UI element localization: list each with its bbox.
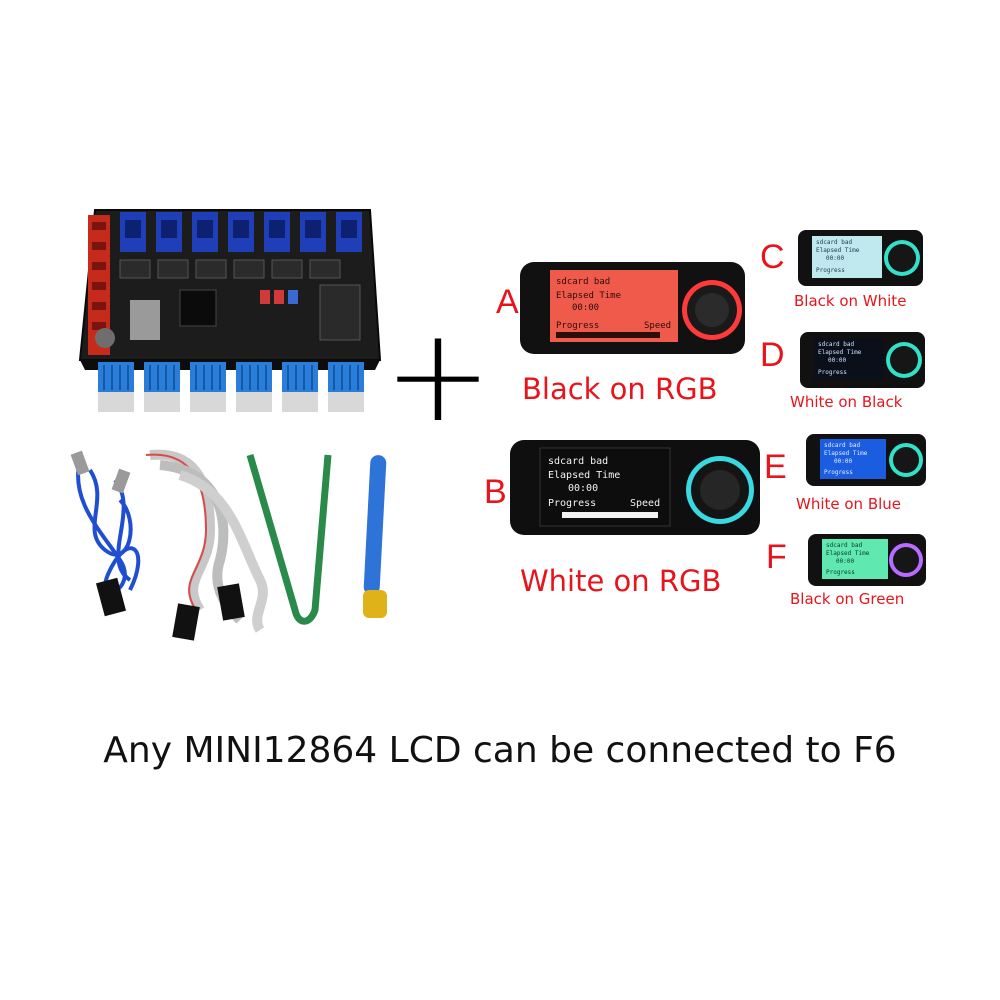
- variant-label-b: White on RGB: [520, 564, 722, 598]
- variant-letter-f: F: [766, 538, 787, 576]
- lcd-module-e: sdcard bad Elapsed Time 00:00 Progress: [806, 434, 926, 486]
- variant-letter-a: A: [496, 283, 519, 321]
- plus-sign: +: [383, 299, 493, 451]
- svg-text:sdcard bad: sdcard bad: [556, 277, 610, 287]
- svg-text:sdcard bad: sdcard bad: [826, 542, 863, 549]
- svg-text:Elapsed Time: Elapsed Time: [824, 450, 868, 457]
- lcd-module-d: sdcard bad Elapsed Time 00:00 Progress: [800, 332, 925, 388]
- svg-text:Progress: Progress: [816, 267, 845, 274]
- svg-text:Elapsed Time: Elapsed Time: [556, 291, 621, 301]
- svg-text:00:00: 00:00: [826, 255, 844, 262]
- variant-letter-d: D: [760, 336, 785, 374]
- lcd-module-b: sdcard bad Elapsed Time 00:00 Progress S…: [510, 440, 760, 535]
- variant-label-f: Black on Green: [790, 590, 905, 608]
- svg-text:00:00: 00:00: [572, 303, 599, 313]
- lcd-module-c: sdcard bad Elapsed Time 00:00 Progress: [798, 230, 923, 286]
- svg-text:Elapsed Time: Elapsed Time: [548, 470, 620, 481]
- variant-label-a: Black on RGB: [522, 372, 718, 406]
- svg-text:Progress: Progress: [556, 321, 599, 331]
- svg-text:Elapsed Time: Elapsed Time: [818, 349, 862, 356]
- variant-label-e: White on Blue: [796, 495, 902, 513]
- svg-text:sdcard bad: sdcard bad: [548, 456, 608, 467]
- mainboard-image: [78, 209, 382, 412]
- variant-letter-c: C: [760, 238, 785, 276]
- svg-text:Progress: Progress: [824, 469, 853, 476]
- variant-letter-e: E: [764, 448, 787, 486]
- svg-text:Progress: Progress: [826, 569, 855, 576]
- svg-text:00:00: 00:00: [828, 357, 846, 364]
- svg-text:sdcard bad: sdcard bad: [824, 442, 861, 449]
- variant-letter-b: B: [484, 473, 507, 511]
- footer-caption: Any MINI12864 LCD can be connected to F6: [103, 730, 897, 771]
- variant-label-d: White on Black: [790, 393, 903, 411]
- svg-text:00:00: 00:00: [568, 483, 598, 494]
- svg-text:Elapsed Time: Elapsed Time: [816, 247, 860, 254]
- svg-text:Elapsed Time: Elapsed Time: [826, 550, 870, 557]
- lcd-module-a: sdcard bad Elapsed Time 00:00 Progress S…: [520, 262, 745, 354]
- variant-label-c: Black on White: [794, 292, 907, 310]
- svg-text:sdcard bad: sdcard bad: [816, 239, 853, 246]
- svg-text:Progress: Progress: [548, 498, 596, 509]
- svg-text:00:00: 00:00: [834, 458, 852, 465]
- svg-text:00:00: 00:00: [836, 558, 854, 565]
- accessories-image: [70, 449, 387, 641]
- svg-text:sdcard bad: sdcard bad: [818, 341, 855, 348]
- svg-text:Progress: Progress: [818, 369, 847, 376]
- lcd-module-f: sdcard bad Elapsed Time 00:00 Progress: [808, 534, 926, 586]
- svg-text:Speed: Speed: [644, 321, 671, 331]
- svg-text:Speed: Speed: [630, 498, 660, 509]
